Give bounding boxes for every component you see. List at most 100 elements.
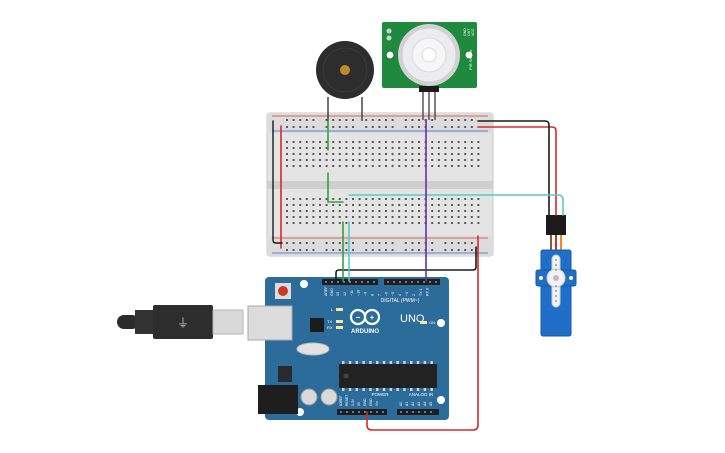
breadboard-hole	[345, 204, 348, 206]
breadboard-hole	[325, 153, 328, 155]
pir-pin-label-2: OUT	[467, 28, 471, 36]
header-pin	[424, 411, 426, 413]
header-pin	[406, 411, 408, 413]
breadboard-hole	[305, 204, 308, 206]
rail-hole	[286, 126, 288, 128]
pin-label: 8	[371, 294, 375, 296]
rail-hole	[464, 119, 467, 121]
rail-hole	[305, 119, 308, 121]
rail-hole	[345, 126, 348, 128]
dc-power-jack	[258, 385, 298, 414]
pin-label: A5	[429, 402, 433, 406]
wire-black-gnd	[335, 246, 477, 282]
breadboard-hole	[358, 165, 361, 167]
breadboard-hole	[391, 141, 394, 143]
breadboard-hole	[398, 216, 401, 218]
arduino-logo-text: ARDUINO	[351, 329, 379, 335]
logo-minus: −	[356, 313, 361, 322]
breadboard-hole	[352, 147, 354, 149]
breadboard-hole	[391, 153, 394, 155]
breadboard-hole	[451, 159, 453, 161]
breadboard-hole	[391, 147, 394, 149]
rail-hole	[332, 126, 335, 128]
rail-hole	[371, 242, 374, 244]
breadboard-hole	[457, 159, 460, 161]
breadboard-hole	[371, 210, 374, 212]
breadboard-hole	[464, 141, 467, 143]
chip-leg	[423, 361, 427, 364]
breadboard-hole	[325, 159, 328, 161]
chip-leg	[396, 361, 399, 364]
atmega-notch	[343, 373, 349, 379]
rail-hole	[391, 126, 394, 128]
breadboard-hole	[418, 165, 420, 167]
breadboard-hole	[418, 147, 420, 149]
breadboard-hole	[365, 147, 368, 149]
chip-leg	[396, 388, 399, 391]
breadboard-hole	[352, 198, 354, 200]
rail-hole	[299, 242, 302, 244]
header-pin	[399, 281, 401, 283]
header-pin	[340, 411, 342, 413]
breadboard-hole	[444, 216, 447, 218]
arduino-led-group: L TX RX ON	[327, 307, 435, 330]
header-pin	[337, 281, 339, 283]
rail-hole	[451, 126, 453, 128]
pin-label: 7	[377, 294, 381, 296]
logo-loop-right	[363, 308, 381, 326]
breadboard-hole	[338, 198, 341, 200]
pin-label: ~9	[364, 292, 368, 296]
power-header-strip	[337, 409, 387, 415]
rail-hole	[431, 242, 434, 244]
header-pin	[361, 281, 363, 283]
analog-header-label: ANALOG IN	[409, 392, 434, 397]
rail-hole	[404, 126, 407, 128]
breadboard-hole	[470, 141, 473, 143]
rail-hole	[451, 119, 453, 121]
breadboard-hole	[319, 216, 321, 218]
breadboard-hole	[457, 204, 460, 206]
rail-hole	[365, 126, 368, 128]
reset-button[interactable]	[278, 286, 288, 296]
breadboard-hole	[464, 204, 467, 206]
pin-label: A1	[405, 402, 409, 406]
breadboard-hole	[345, 210, 348, 212]
breadboard-hole	[371, 159, 374, 161]
rail-hole	[371, 126, 374, 128]
led-rx-label: RX	[327, 325, 333, 330]
breadboard-hole	[332, 198, 335, 200]
breadboard-hole	[411, 198, 414, 200]
breadboard-hole	[292, 204, 295, 206]
crystal-oscillator	[296, 342, 330, 356]
breadboard-hole	[444, 159, 447, 161]
breadboard-hole	[378, 153, 381, 155]
horn-hole	[555, 290, 557, 292]
chip-leg	[423, 388, 427, 391]
breadboard-hole	[299, 204, 302, 206]
breadboard-hole	[391, 159, 394, 161]
rail-hole	[325, 249, 328, 251]
breadboard-hole	[319, 210, 321, 212]
breadboard-hole	[431, 198, 434, 200]
chip-leg	[355, 388, 359, 391]
breadboard-hole	[292, 210, 295, 212]
wire-teal-signal	[348, 194, 564, 216]
breadboard-hole	[398, 159, 401, 161]
chip-leg	[342, 388, 345, 391]
breadboard-hole	[391, 198, 394, 200]
breadboard-hole	[312, 159, 315, 161]
breadboard-hole	[325, 216, 328, 218]
rail-hole	[325, 242, 328, 244]
breadboard-hole	[338, 153, 341, 155]
chip-leg	[376, 361, 379, 364]
breadboard-hole	[332, 204, 335, 206]
horn-hole	[555, 295, 557, 297]
breadboard-hole	[338, 222, 341, 224]
breadboard-hole	[404, 198, 407, 200]
breadboard-hole	[451, 216, 453, 218]
breadboard-hole	[385, 141, 387, 143]
breadboard-hole	[431, 147, 434, 149]
breadboard-hole	[305, 216, 308, 218]
breadboard-hole	[418, 204, 420, 206]
header-pin	[370, 411, 372, 413]
